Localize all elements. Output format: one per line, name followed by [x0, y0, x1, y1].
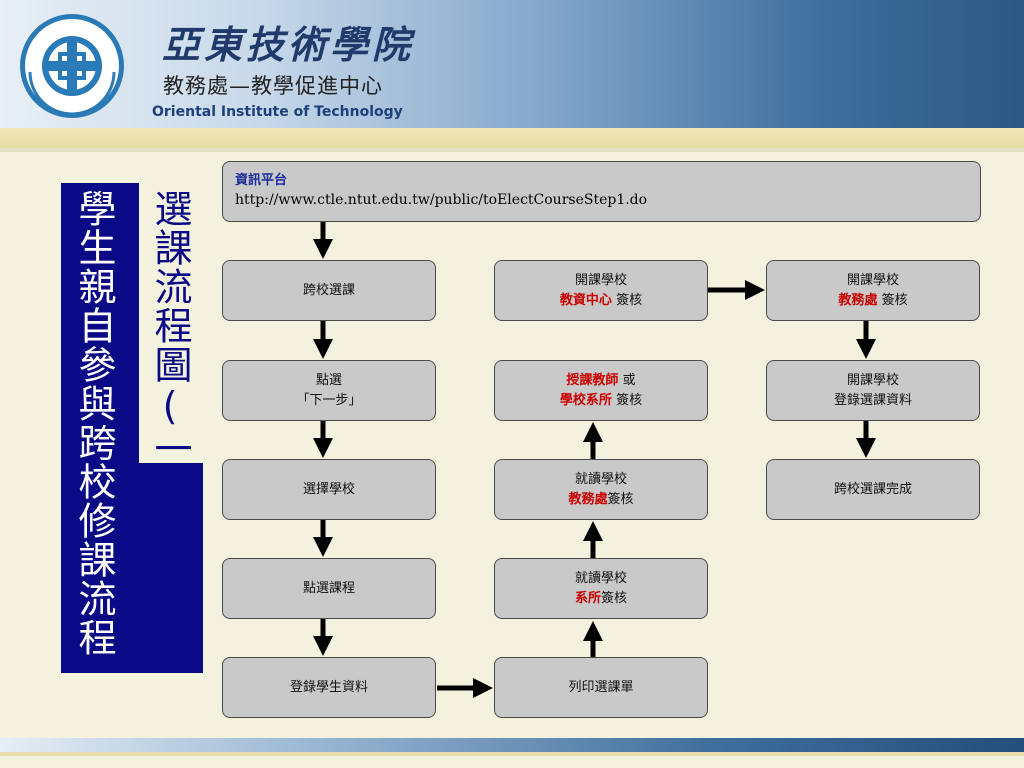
cross-school-complete-box: 跨校選課完成 [766, 459, 980, 520]
host-center-approval-box: 開課學校 教資中心 簽核 [494, 260, 708, 321]
header-divider [0, 128, 1024, 148]
box-label-line2: 系所簽核 [575, 589, 627, 609]
home-academic-approval-box: 就讀學校 教務處簽核 [494, 459, 708, 520]
box-label-tail: 簽核 [607, 491, 634, 507]
print-course-form-box: 列印選課單 [494, 657, 708, 718]
box-label: 跨校選課完成 [833, 481, 912, 497]
box-label-tail: 簽核 [611, 292, 643, 308]
school-name-cn: 亞東技術學院 [162, 22, 415, 67]
box-label: 列印選課單 [568, 679, 634, 695]
box-label-mid: 或 [618, 372, 636, 388]
home-dept-approval-box: 就讀學校 系所簽核 [494, 558, 708, 619]
box-label-tail: 簽核 [601, 590, 628, 606]
box-label-line2: 登錄選課資料 [833, 392, 912, 408]
footer-stripe [0, 752, 1024, 756]
header-divider-thin [0, 148, 1024, 152]
box-label: 點選課程 [302, 580, 355, 596]
flowchart-subtitle: 學生親自參與跨校修課流程 [72, 189, 116, 657]
box-label-line1: 開課學校 [846, 272, 899, 288]
box-label-tail: 簽核 [611, 392, 643, 408]
box-label-line2: 教務處 簽核 [838, 291, 907, 311]
highlight-text: 學校系所 [559, 392, 612, 408]
highlight-text: 系所 [574, 590, 601, 606]
platform-url[interactable]: http://www.ctle.ntut.edu.tw/public/toEle… [235, 192, 648, 208]
highlight-text: 授課教師 [566, 372, 619, 388]
box-label-line2: 學校系所 簽核 [560, 391, 642, 411]
title-highlight-strip [139, 183, 203, 463]
school-logo-icon [20, 14, 124, 118]
teacher-dept-approval-box: 授課教師 或 學校系所 簽核 [494, 360, 708, 421]
footer-bar [0, 738, 1024, 752]
box-label-line2: 教務處簽核 [568, 490, 633, 510]
box-label-line1: 就讀學校 [574, 471, 627, 487]
click-next-box: 點選 「下一步」 [222, 360, 436, 421]
box-label-line1: 授課教師 或 [566, 371, 635, 391]
box-label: 選擇學校 [302, 481, 355, 497]
box-label-line1: 開課學校 [846, 372, 899, 388]
info-platform-box: 資訊平台 http://www.ctle.ntut.edu.tw/public/… [222, 161, 981, 222]
select-school-box: 選擇學校 [222, 459, 436, 520]
box-label-line2: 「下一步」 [296, 392, 362, 408]
box-label-line1: 開課學校 [574, 272, 627, 288]
box-label-tail: 簽核 [877, 292, 908, 308]
box-label-line2: 教資中心 簽核 [560, 291, 642, 311]
highlight-text: 教務處 [568, 491, 608, 507]
highlight-text: 教資中心 [559, 292, 612, 308]
box-label: 跨校選課 [302, 282, 355, 298]
platform-label: 資訊平台 [235, 173, 288, 188]
host-record-data-box: 開課學校 登錄選課資料 [766, 360, 980, 421]
select-course-box: 點選課程 [222, 558, 436, 619]
vertical-title-panel: 選課流程圖(一) 學生親自參與跨校修課流程 [61, 183, 203, 673]
school-name-en: Oriental Institute of Technology [152, 104, 403, 120]
header-banner: 亞東技術學院 教務處—教學促進中心 Oriental Institute of … [0, 0, 1024, 128]
box-label-line1: 點選 [315, 372, 342, 388]
highlight-text: 教務處 [838, 292, 878, 308]
office-name: 教務處—教學促進中心 [163, 74, 383, 98]
register-student-data-box: 登錄學生資料 [222, 657, 436, 718]
box-label: 登錄學生資料 [289, 679, 368, 695]
box-label-line1: 就讀學校 [574, 570, 627, 586]
host-academic-approval-box: 開課學校 教務處 簽核 [766, 260, 980, 321]
cross-school-select-box: 跨校選課 [222, 260, 436, 321]
flowchart-title: 選課流程圖(一) [148, 189, 192, 513]
